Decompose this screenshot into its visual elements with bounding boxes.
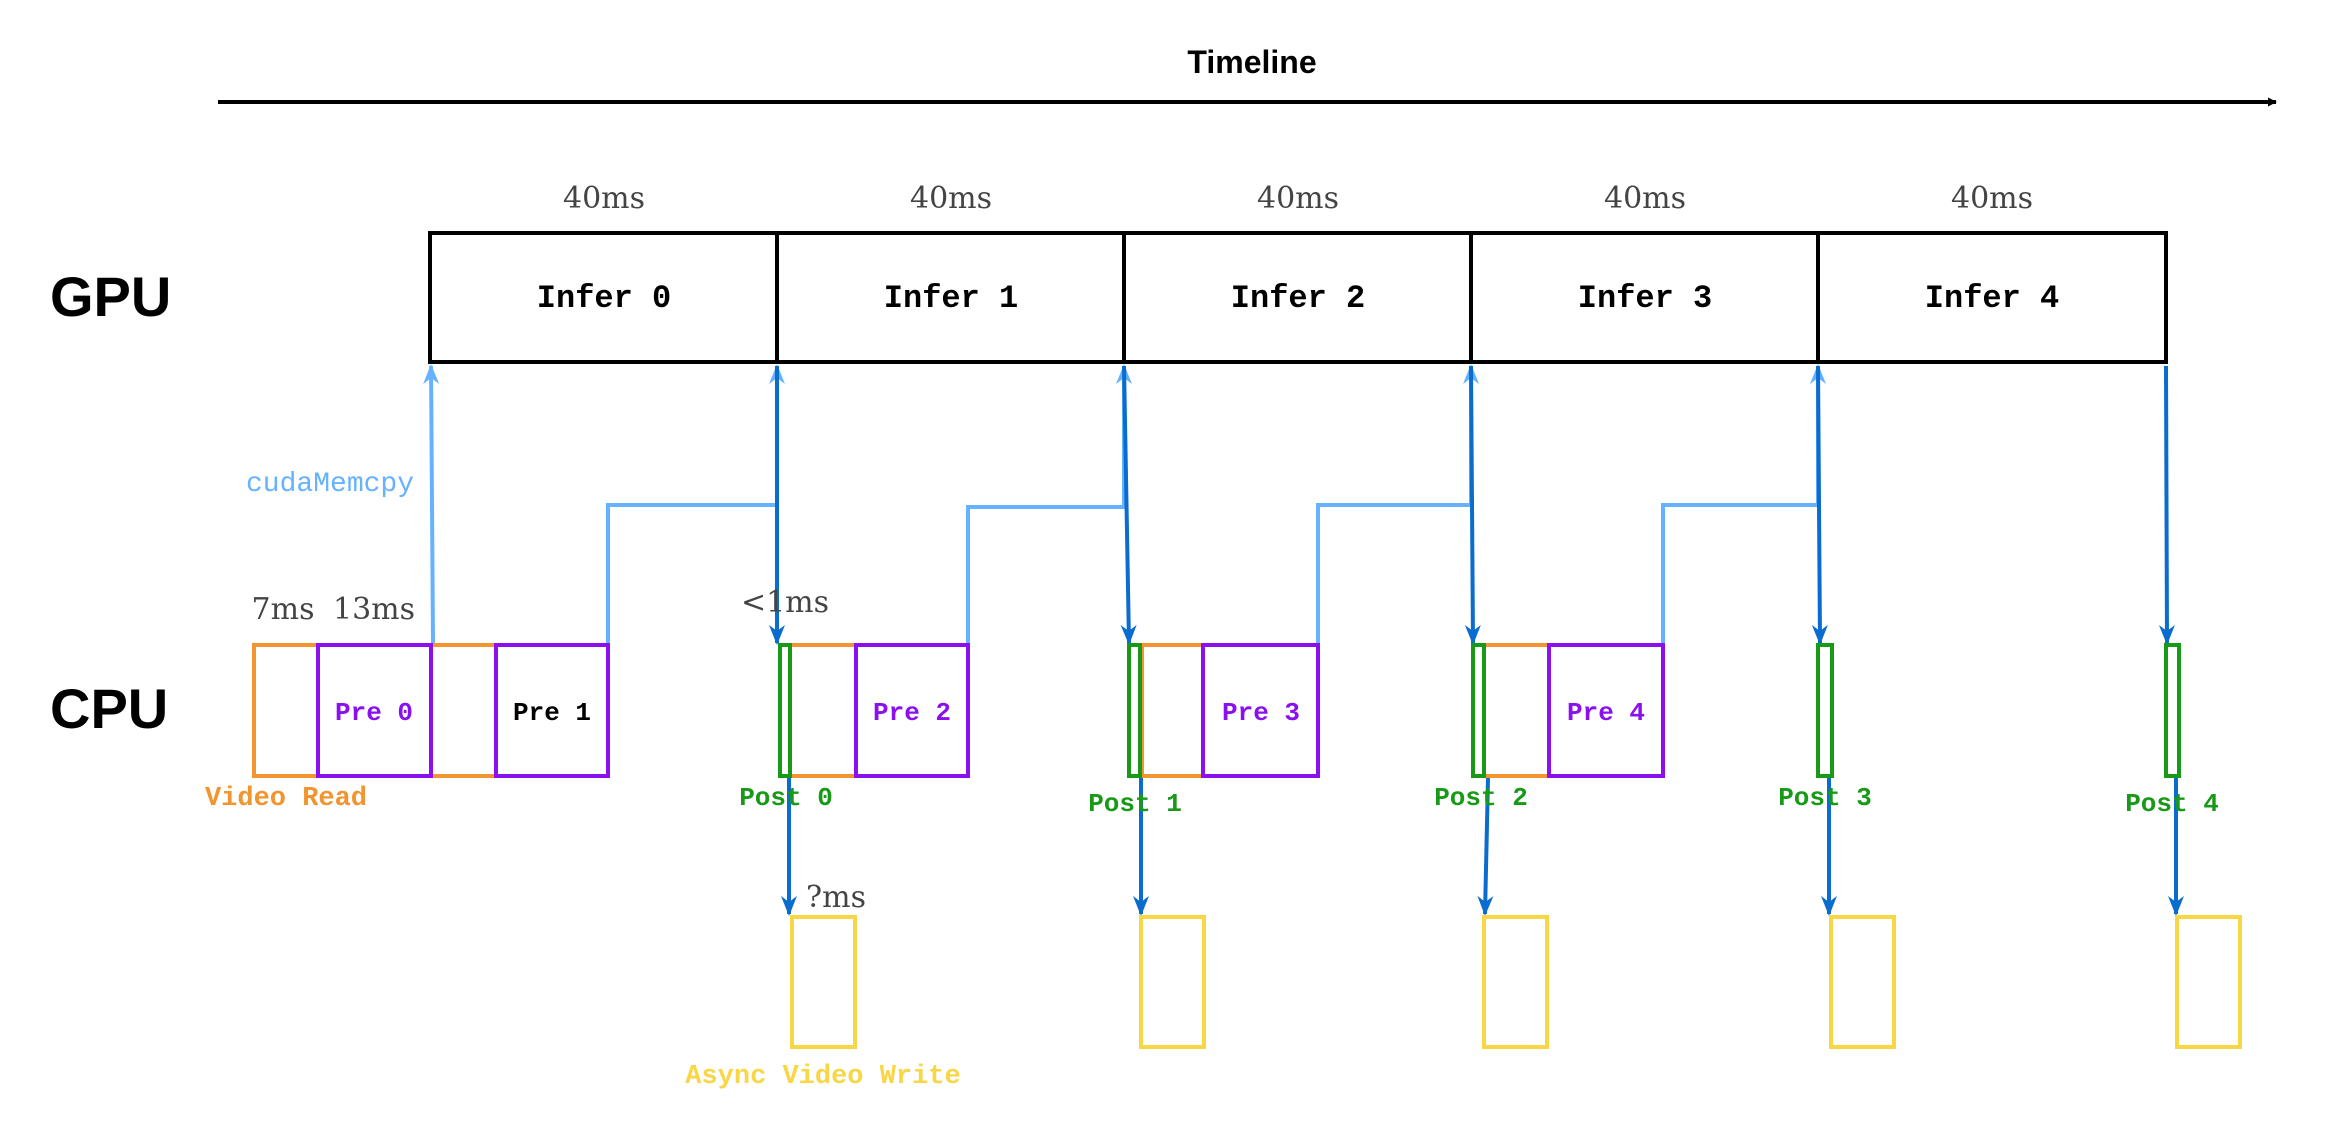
write-box xyxy=(790,915,857,1049)
pre-label: Pre 1 xyxy=(513,698,591,728)
async-write-paths xyxy=(781,777,2184,916)
timeline-label: Timeline xyxy=(1187,44,1316,80)
post-box xyxy=(1471,643,1486,778)
post-label: Post 2 xyxy=(1434,783,1528,813)
post-box xyxy=(1816,643,1834,778)
gpu-infer-block: 40ms Infer 3 xyxy=(1469,181,1820,364)
post-box xyxy=(2164,643,2181,778)
write-box xyxy=(1139,915,1206,1049)
memcpy-arrow xyxy=(423,364,440,644)
video-read-box xyxy=(252,643,320,778)
gpu-infer-block: 40ms Infer 1 xyxy=(775,181,1126,364)
memcpy-arrow xyxy=(1661,364,1826,643)
result-arrow xyxy=(1464,365,1481,645)
cpu-row-label: CPU xyxy=(50,677,168,740)
post-box xyxy=(1127,643,1142,778)
pre-box xyxy=(854,643,970,778)
post-process-blocks xyxy=(778,643,2181,778)
video-read-box xyxy=(429,643,498,778)
cuda-memcpy-label: cudaMemcpy xyxy=(246,469,414,500)
duration-label: 40ms xyxy=(910,181,992,216)
video-read-box xyxy=(1482,643,1551,778)
memcpy-arrow xyxy=(1316,364,1479,643)
pre-label: Pre 3 xyxy=(1222,698,1300,728)
infer-label: Infer 2 xyxy=(1231,280,1365,317)
post-label: Post 4 xyxy=(2125,789,2219,819)
result-arrow xyxy=(1811,365,1828,645)
post-box xyxy=(778,643,792,778)
post-time-label: <1ms xyxy=(741,585,829,620)
pre-process-blocks xyxy=(316,643,1665,778)
infer-label: Infer 4 xyxy=(1925,280,2059,317)
gpu-infer-block: 40ms Infer 0 xyxy=(428,181,779,364)
async-write-label: Async Video Write xyxy=(685,1062,960,1092)
duration-label: 40ms xyxy=(1257,181,1339,216)
pre-label: Pre 4 xyxy=(1567,698,1645,728)
video-read-box xyxy=(788,643,858,778)
gpu-infer-block: 40ms Infer 2 xyxy=(1122,181,1473,364)
video-read-label: Video Read xyxy=(205,784,367,814)
gpu-infer-block: 40ms Infer 4 xyxy=(1816,181,2168,364)
duration-label: 40ms xyxy=(563,181,645,216)
post-label: Post 0 xyxy=(739,783,833,813)
result-arrow xyxy=(1120,365,1137,645)
pre-box xyxy=(316,643,433,778)
duration-label: 40ms xyxy=(1604,181,1686,216)
pre-box xyxy=(494,643,610,778)
result-arrow xyxy=(2158,365,2175,645)
memcpy-arrow xyxy=(966,364,1132,643)
async-write-blocks xyxy=(790,915,2242,1049)
write-time-label: ?ms xyxy=(806,880,866,915)
result-copy-paths xyxy=(769,365,2175,645)
infer-label: Infer 1 xyxy=(884,280,1018,317)
write-box xyxy=(1482,915,1549,1049)
infer-label: Infer 0 xyxy=(537,280,671,317)
write-arrow xyxy=(1477,777,1494,916)
pre-time-label: 13ms xyxy=(333,592,415,627)
read-time-label: 7ms xyxy=(252,592,315,627)
duration-label: 40ms xyxy=(1951,181,2033,216)
pre-label: Pre 2 xyxy=(873,698,951,728)
post-label: Post 3 xyxy=(1778,783,1872,813)
gpu-row-label: GPU xyxy=(50,265,171,328)
video-read-box xyxy=(1140,643,1205,778)
pre-box xyxy=(1547,643,1665,778)
pre-label: Pre 0 xyxy=(335,698,413,728)
pre-box xyxy=(1201,643,1320,778)
write-box xyxy=(2175,915,2242,1049)
post-label: Post 1 xyxy=(1088,789,1182,819)
infer-label: Infer 3 xyxy=(1578,280,1712,317)
write-box xyxy=(1829,915,1896,1049)
